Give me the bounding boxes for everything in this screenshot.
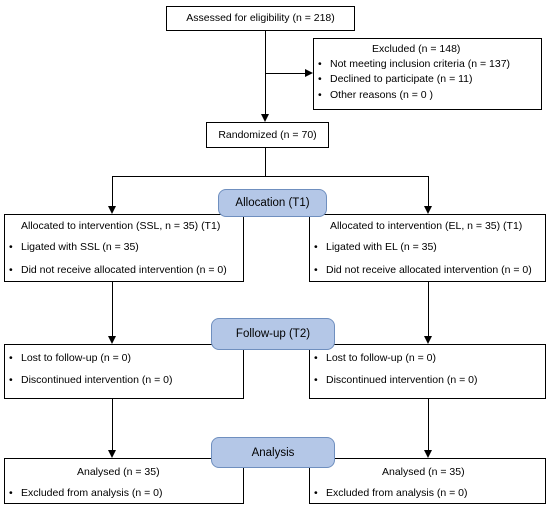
ssl-alloc-item: Ligated with SSL (n = 35): [9, 241, 139, 253]
randomized-box: Randomized (n = 70): [206, 122, 329, 148]
excluded-item: Other reasons (n = 0 ): [318, 89, 433, 101]
bullet-icon: [318, 73, 330, 85]
bullet-icon: [314, 264, 326, 276]
arrow-down-icon: [108, 206, 116, 214]
analysis-stage-label: Analysis: [211, 437, 335, 468]
bullet-icon: [318, 89, 330, 101]
connector-line: [265, 73, 307, 74]
ssl-allocation-box: Allocated to intervention (SSL, n = 35) …: [4, 214, 244, 282]
arrow-down-icon: [108, 450, 116, 458]
el-alloc-item: Did not receive allocated intervention (…: [314, 264, 532, 276]
connector-line: [428, 176, 429, 208]
eligibility-box: Assessed for eligibility (n = 218): [166, 6, 355, 31]
bullet-icon: [9, 374, 21, 386]
connector-line: [112, 176, 428, 177]
eligibility-label: Assessed for eligibility (n = 218): [186, 12, 335, 24]
randomized-label: Randomized (n = 70): [218, 129, 317, 141]
followup-stage-label: Follow-up (T2): [211, 318, 335, 350]
ssl-followup-box: Lost to follow-up (n = 0) Discontinued i…: [4, 344, 244, 399]
bullet-icon: [9, 487, 21, 499]
bullet-icon: [9, 352, 21, 364]
connector-line: [265, 148, 266, 176]
connector-line: [428, 399, 429, 452]
ssl-allocated-label: Allocated to intervention (SSL, n = 35) …: [21, 220, 221, 232]
ssl-analysis-box: Analysed (n = 35) Excluded from analysis…: [4, 458, 244, 504]
bullet-icon: [314, 487, 326, 499]
el-excluded-analysis: Excluded from analysis (n = 0): [314, 487, 468, 499]
ssl-alloc-item: Did not receive allocated intervention (…: [9, 264, 227, 276]
arrow-down-icon: [424, 206, 432, 214]
ssl-followup-item: Lost to follow-up (n = 0): [9, 352, 131, 364]
el-followup-item: Lost to follow-up (n = 0): [314, 352, 436, 364]
ssl-analysed-label: Analysed (n = 35): [77, 466, 160, 478]
allocation-stage-label: Allocation (T1): [218, 189, 327, 217]
ssl-excluded-analysis: Excluded from analysis (n = 0): [9, 487, 163, 499]
bullet-icon: [9, 241, 21, 253]
bullet-icon: [9, 264, 21, 276]
excluded-box: Excluded (n = 148) Not meeting inclusion…: [313, 38, 542, 110]
arrow-down-icon: [424, 336, 432, 344]
bullet-icon: [314, 374, 326, 386]
arrow-down-icon: [424, 450, 432, 458]
bullet-icon: [314, 352, 326, 364]
el-allocated-label: Allocated to intervention (EL, n = 35) (…: [330, 220, 523, 232]
arrow-down-icon: [261, 114, 269, 122]
connector-line: [112, 399, 113, 452]
el-followup-item: Discontinued intervention (n = 0): [314, 374, 477, 386]
bullet-icon: [318, 58, 330, 70]
excluded-title: Excluded (n = 148): [372, 43, 461, 55]
el-followup-box: Lost to follow-up (n = 0) Discontinued i…: [309, 344, 546, 399]
el-analysed-label: Analysed (n = 35): [382, 466, 465, 478]
arrow-right-icon: [305, 69, 313, 77]
connector-line: [428, 282, 429, 338]
el-alloc-item: Ligated with EL (n = 35): [314, 241, 437, 253]
excluded-item: Not meeting inclusion criteria (n = 137): [318, 58, 510, 70]
el-analysis-box: Analysed (n = 35) Excluded from analysis…: [309, 458, 546, 504]
ssl-followup-item: Discontinued intervention (n = 0): [9, 374, 172, 386]
bullet-icon: [314, 241, 326, 253]
el-allocation-box: Allocated to intervention (EL, n = 35) (…: [309, 214, 546, 282]
connector-line: [112, 176, 113, 208]
arrow-down-icon: [108, 336, 116, 344]
connector-line: [112, 282, 113, 338]
excluded-item: Declined to participate (n = 11): [318, 73, 473, 85]
